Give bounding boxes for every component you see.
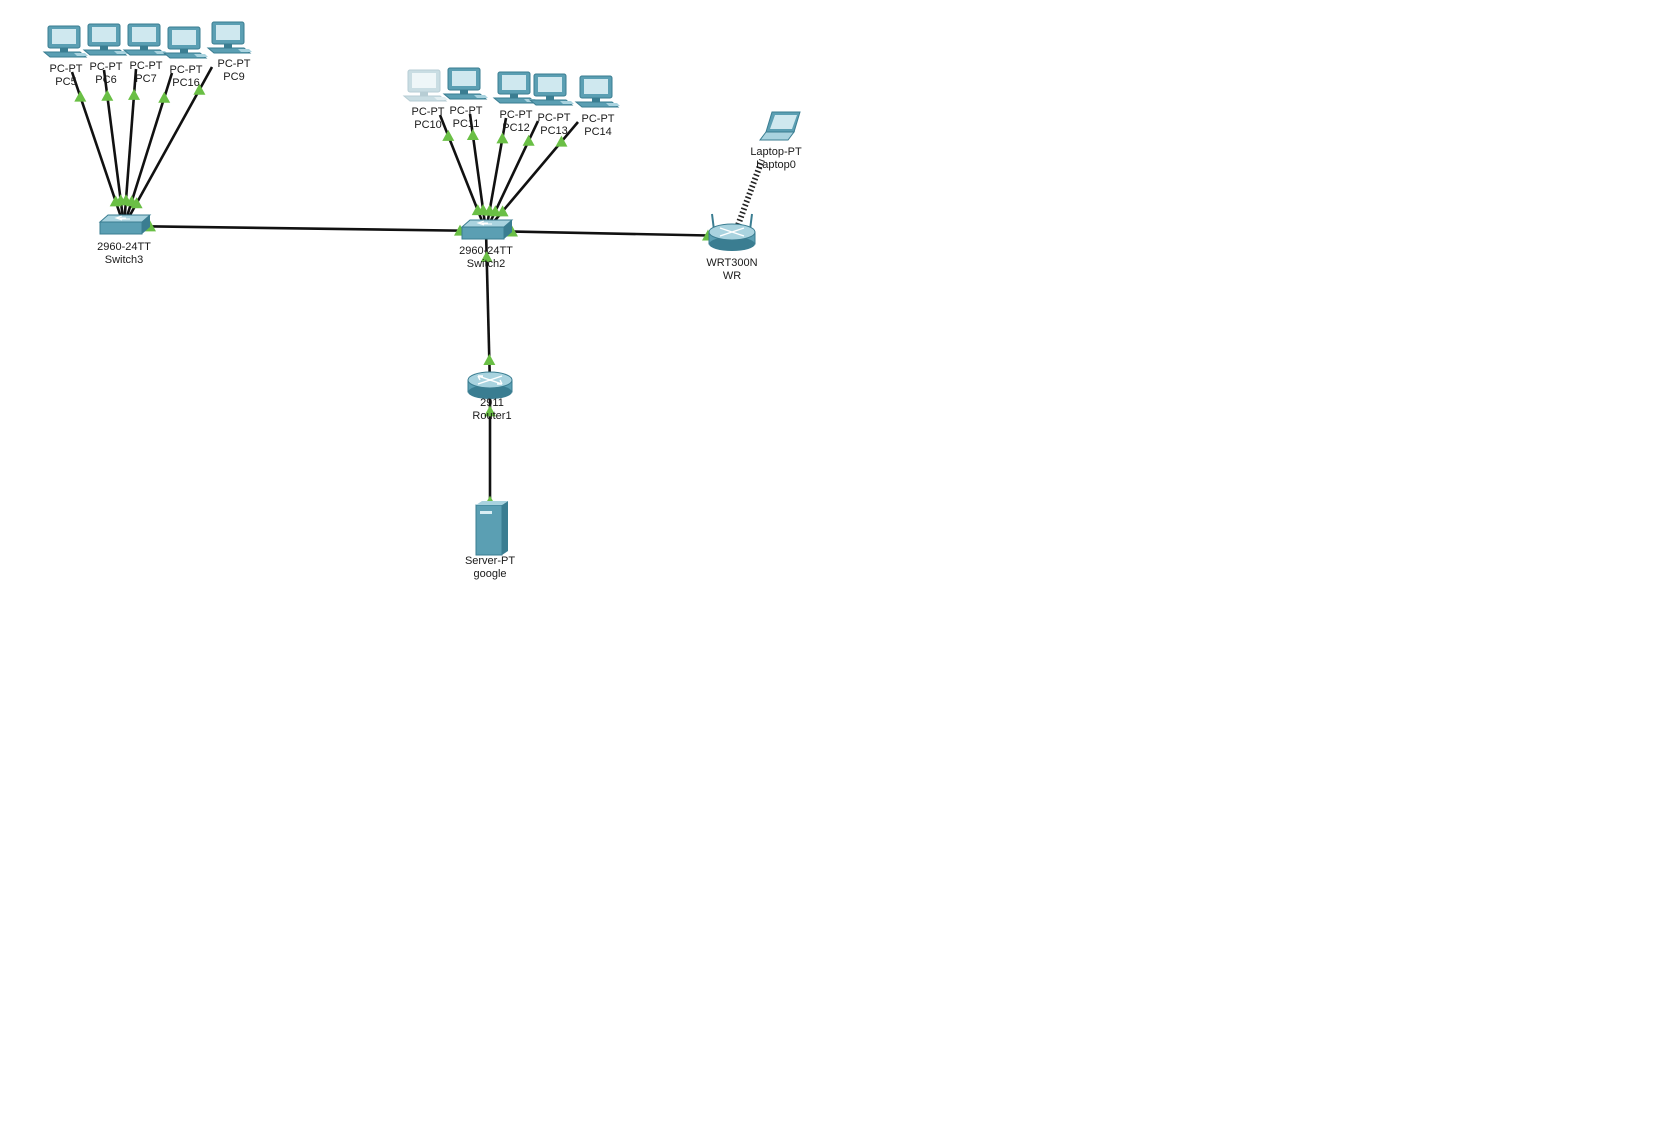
device-model-label: Laptop-PT [750,146,802,158]
link-switch2-router1-light-a [480,250,493,262]
links-layer [70,66,765,527]
device-name-label: PC16 [172,77,200,89]
device-model-label: 2960-24TT [97,241,151,253]
link-pc14-switch2-light-b [496,205,509,217]
device-name-label: PC14 [584,126,612,138]
device-model-label: PC-PT [130,60,163,72]
server-icon [475,501,508,556]
link-pc7-switch3-light-a [128,88,141,100]
device-name-label: PC13 [540,125,568,137]
device-model-label: PC-PT [90,61,123,73]
link-router1-google-light-a [484,405,496,417]
device-name-label: Switch3 [105,254,144,266]
wireless-router-icon [708,213,756,251]
device-name-label: PC5 [55,76,76,88]
laptop-icon [759,111,801,141]
link-lights-layer [74,83,715,507]
device-model-label: PC-PT [170,64,203,76]
device-name-label: Router1 [472,410,511,422]
device-model-label: WRT300N [706,257,757,269]
device-model-label: PC-PT [218,58,251,70]
desktop-pc-icon [574,75,620,108]
device-model-label: 2911 [480,397,504,409]
device-name-label: PC7 [135,73,156,85]
device-model-label: PC-PT [412,106,445,118]
device-model-label: PC-PT [450,105,483,117]
device-name-label: PC10 [414,119,442,131]
device-name-label: PC11 [453,118,480,130]
link-pc5-switch3-light-a [74,90,87,102]
desktop-pc-icon [82,23,128,56]
device-model-label: PC-PT [500,109,533,121]
desktop-pc-icon [122,23,168,56]
switch-icon [460,219,514,240]
link-wr-laptop0[interactable] [731,158,765,238]
link-pc9-switch3-light-a [193,83,206,95]
device-model-label: Server-PT [465,555,515,567]
desktop-pc-icon [528,73,574,106]
desktop-pc-icon [162,26,208,59]
link-switch2-router1-light-b [483,354,496,366]
device-name-label: PC9 [223,71,244,83]
device-model-label: PC-PT [538,112,571,124]
desktop-pc-icon [492,71,538,104]
link-switch2-wr[interactable] [485,229,735,238]
desktop-pc-icon [42,25,88,58]
link-pc14-switch2-light-a [555,135,568,147]
link-pc10-switch2-light-a [442,129,455,141]
device-name-label: google [473,568,506,580]
desktop-pc-icon [402,69,448,102]
device-name-label: Laptop0 [756,159,796,171]
device-name-label: PC12 [502,122,530,134]
link-switch3-switch2[interactable] [123,224,487,233]
desktop-pc-icon [442,67,488,100]
device-model-label: 2960-24TT [459,245,513,257]
link-pc11-switch2-light-a [466,129,479,141]
link-pc16-switch3-light-a [158,91,171,103]
router-icon [467,371,513,399]
link-pc13-switch2-light-a [522,134,535,146]
link-pc12-switch2-light-a [496,132,509,144]
link-pc6-switch3-light-a [101,89,114,101]
devices-layer: PC-PTPC5PC-PTPC6PC-PTPC7PC-PTPC16PC-PTPC… [42,21,802,580]
device-name-label: PC6 [95,74,116,86]
desktop-pc-icon [206,21,252,54]
device-name-label: WR [723,270,741,282]
device-model-label: PC-PT [582,113,615,125]
device-model-label: PC-PT [50,63,83,75]
link-pc9-switch3-light-b [130,197,143,209]
device-name-label: Switch2 [467,258,506,270]
switch-icon [98,214,152,235]
